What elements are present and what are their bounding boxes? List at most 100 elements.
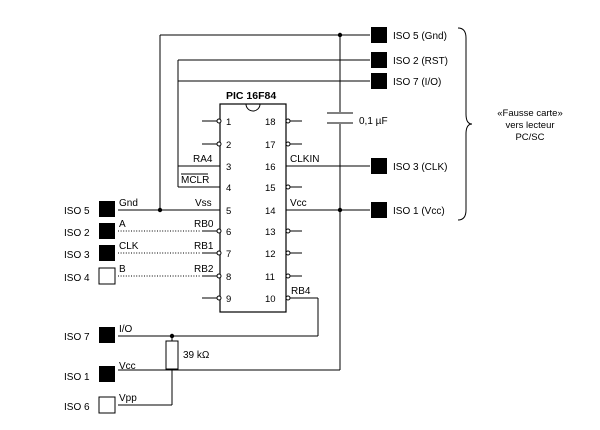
- pin-number: 3: [226, 162, 231, 173]
- connector-label: ISO 7 (I/O): [393, 77, 441, 88]
- connector-label: ISO 5 (Gnd): [393, 31, 447, 42]
- signal-label: A: [119, 219, 126, 230]
- connector-pad: [99, 366, 115, 382]
- connector-pad: [371, 158, 387, 174]
- connector-pad: [99, 245, 115, 261]
- pin-label-ra4: RA4: [193, 154, 213, 165]
- signal-label: CLK: [119, 241, 139, 252]
- pin-number: 17: [265, 140, 276, 151]
- pin-number: 8: [226, 272, 231, 283]
- note-line-2: vers lecteur: [505, 120, 554, 131]
- connector-pad: [371, 27, 387, 43]
- connector-label: ISO 7: [64, 332, 90, 343]
- pin-number: 18: [265, 117, 276, 128]
- connector-pad: [98, 396, 116, 414]
- right-connector-iso3: ISO 3 (CLK): [371, 158, 447, 174]
- fake-card-note: «Fausse carte» vers lecteur PC/SC: [497, 108, 562, 143]
- left-pin-3: 3 RA4: [178, 154, 231, 173]
- left-pin-5: 5 Vss: [160, 198, 231, 217]
- signal-label: B: [119, 264, 126, 275]
- pic-chip: PIC 16F84: [219, 90, 287, 313]
- left-pin-8: 8 RB2: [194, 264, 231, 283]
- capacitor: 0,1 µF: [327, 112, 388, 127]
- chip-name: PIC 16F84: [226, 90, 276, 102]
- pin-number: 13: [265, 227, 276, 238]
- connector-label: ISO 3: [64, 250, 90, 261]
- pin-label-vss: Vss: [195, 198, 212, 209]
- signal-label: Vcc: [119, 361, 136, 372]
- left-connector-iso4: ISO 4 B: [64, 264, 126, 285]
- pin-label-rb4: RB4: [291, 286, 311, 297]
- left-pin-2: 2: [202, 140, 231, 151]
- right-connector-iso1: ISO 1 (Vcc): [371, 202, 445, 218]
- connector-pad: [371, 202, 387, 218]
- left-connector-iso5: ISO 5 Gnd: [64, 198, 138, 217]
- pin-number: 14: [265, 206, 276, 217]
- connector-pad: [371, 52, 387, 68]
- chip-body: [219, 103, 287, 313]
- connector-label: ISO 4: [64, 273, 90, 284]
- signal-label: Vpp: [119, 393, 137, 404]
- pin-number: 9: [226, 294, 231, 305]
- right-pin-15: 15: [265, 183, 302, 194]
- pin-number: 5: [226, 206, 231, 217]
- pin-number: 1: [226, 117, 231, 128]
- chip-notch: [245, 103, 261, 112]
- bottom-connector-iso6: ISO 6 Vpp: [64, 393, 137, 414]
- connector-pad: [99, 223, 115, 239]
- pin-number: 12: [265, 249, 276, 260]
- left-pin-6: 6 RB0: [194, 219, 231, 238]
- right-pin-14: 14 Vcc: [265, 198, 370, 217]
- right-pin-11: 11: [265, 272, 302, 283]
- pin-number: 7: [226, 249, 231, 260]
- resistor-value: 39 kΩ: [183, 350, 210, 361]
- pin-label-rb0: RB0: [194, 219, 214, 230]
- connector-label: ISO 1 (Vcc): [393, 206, 445, 217]
- right-pin-10: 10 RB4: [265, 286, 318, 305]
- connector-pad: [99, 201, 115, 217]
- connector-label: ISO 6: [64, 402, 90, 413]
- pin-label-rb2: RB2: [194, 264, 214, 275]
- right-connector-iso5: ISO 5 (Gnd): [371, 27, 447, 43]
- pin-number: 2: [226, 140, 231, 151]
- wiring: [118, 32, 370, 406]
- signal-label: Gnd: [119, 198, 138, 209]
- pin-label-rb1: RB1: [194, 241, 214, 252]
- left-pin-7: 7 RB1: [194, 241, 231, 260]
- right-pin-18: 18: [265, 117, 302, 128]
- left-connector-iso3: ISO 3 CLK: [64, 241, 139, 261]
- pin-number: 4: [226, 183, 231, 194]
- resistor: 39 kΩ: [165, 340, 210, 370]
- pin-label-vcc: Vcc: [290, 198, 307, 209]
- left-pin-4: 4 MCLR: [178, 173, 231, 194]
- connector-label: ISO 2 (RST): [393, 56, 448, 67]
- right-connector-iso2: ISO 2 (RST): [371, 52, 448, 68]
- connector-pad: [99, 327, 115, 343]
- connector-label: ISO 5: [64, 206, 90, 217]
- bottom-connector-iso7: ISO 7 I/O: [64, 324, 133, 343]
- connector-label: ISO 2: [64, 228, 90, 239]
- left-pin-9: 9: [202, 294, 231, 305]
- connector-pad: [371, 73, 387, 89]
- pin-number: 10: [265, 294, 276, 305]
- right-pin-16: 16 CLKIN: [265, 154, 370, 173]
- right-pin-12: 12: [265, 249, 302, 260]
- connector-label: ISO 1: [64, 372, 90, 383]
- note-line-1: «Fausse carte»: [497, 108, 562, 119]
- connector-label: ISO 3 (CLK): [393, 162, 447, 173]
- bottom-connector-iso1: ISO 1 Vcc: [64, 361, 136, 383]
- signal-label: I/O: [119, 324, 133, 335]
- pin-number: 11: [265, 272, 275, 283]
- left-pin-1: 1: [202, 117, 231, 128]
- pin-label-mclr: MCLR: [181, 175, 209, 186]
- note-line-3: PC/SC: [515, 132, 544, 143]
- pin-number: 6: [226, 227, 231, 238]
- left-connector-iso2: ISO 2 A: [64, 219, 126, 239]
- pin-number: 15: [265, 183, 276, 194]
- right-pin-17: 17: [265, 140, 302, 151]
- pin-label-clkin: CLKIN: [290, 154, 319, 165]
- capacitor-value: 0,1 µF: [359, 116, 388, 127]
- connector-pad: [98, 267, 116, 285]
- right-connector-iso7: ISO 7 (I/O): [371, 73, 441, 89]
